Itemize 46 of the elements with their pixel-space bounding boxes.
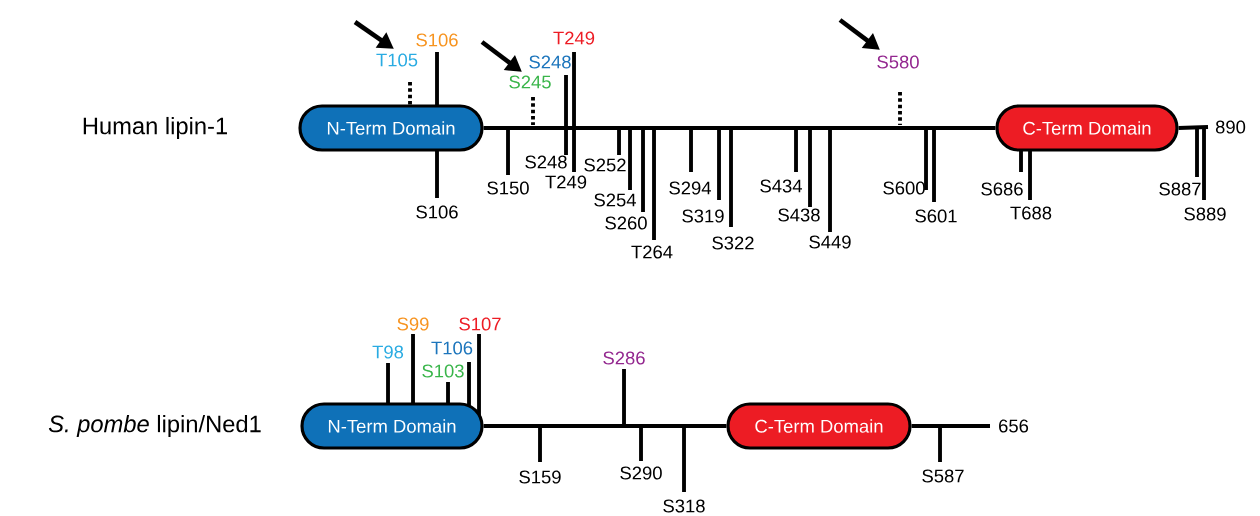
site-label: S286 <box>603 351 645 365</box>
site-label: T106 <box>431 341 473 355</box>
site-label: S600 <box>883 181 925 195</box>
length-label: 656 <box>999 419 1029 433</box>
site-label: S103 <box>422 364 464 378</box>
site-label: T105 <box>376 53 418 67</box>
domain-box: C-Term Domain <box>726 402 912 450</box>
site-label: T249 <box>553 31 595 45</box>
site-label: S294 <box>669 181 711 195</box>
domain-box: N-Term Domain <box>300 402 484 450</box>
site-label: S260 <box>605 216 647 230</box>
site-label: S686 <box>981 182 1023 196</box>
site-label: S580 <box>877 55 919 69</box>
site-label: S319 <box>682 209 724 223</box>
length-label: 890 <box>1215 120 1246 134</box>
site-label: T98 <box>372 345 404 359</box>
site-label: S322 <box>712 236 754 250</box>
site-label: S245 <box>509 75 551 89</box>
site-label: S99 <box>397 317 429 331</box>
site-label: T264 <box>631 245 673 259</box>
site-label: S107 <box>459 317 501 331</box>
protein-name: S. pombe lipin/Ned1 <box>48 414 261 438</box>
site-label: S106 <box>416 205 458 219</box>
site-label: S318 <box>663 499 705 513</box>
site-label: S290 <box>620 466 662 480</box>
site-label: S106 <box>416 33 458 47</box>
site-label: S159 <box>519 470 561 484</box>
site-label: T249 <box>545 175 587 189</box>
site-label: S887 <box>1159 182 1201 196</box>
protein-name: Human lipin-1 <box>83 116 227 140</box>
site-label: T688 <box>1010 206 1052 220</box>
site-label: S449 <box>809 235 851 249</box>
site-label: S150 <box>487 181 529 195</box>
site-label: S252 <box>584 158 626 172</box>
backbone-line <box>483 424 727 428</box>
site-label: S889 <box>1184 207 1226 221</box>
domain-box: N-Term Domain <box>298 104 484 152</box>
domain-box: C-Term Domain <box>995 104 1179 152</box>
site-label: S248 <box>529 55 571 69</box>
backbone-line <box>483 126 996 130</box>
site-label: S587 <box>922 469 964 483</box>
site-label: S601 <box>915 209 957 223</box>
site-label: S248 <box>525 155 567 169</box>
site-label: S438 <box>778 208 820 222</box>
site-label: S434 <box>760 179 802 193</box>
site-label: S254 <box>594 193 636 207</box>
